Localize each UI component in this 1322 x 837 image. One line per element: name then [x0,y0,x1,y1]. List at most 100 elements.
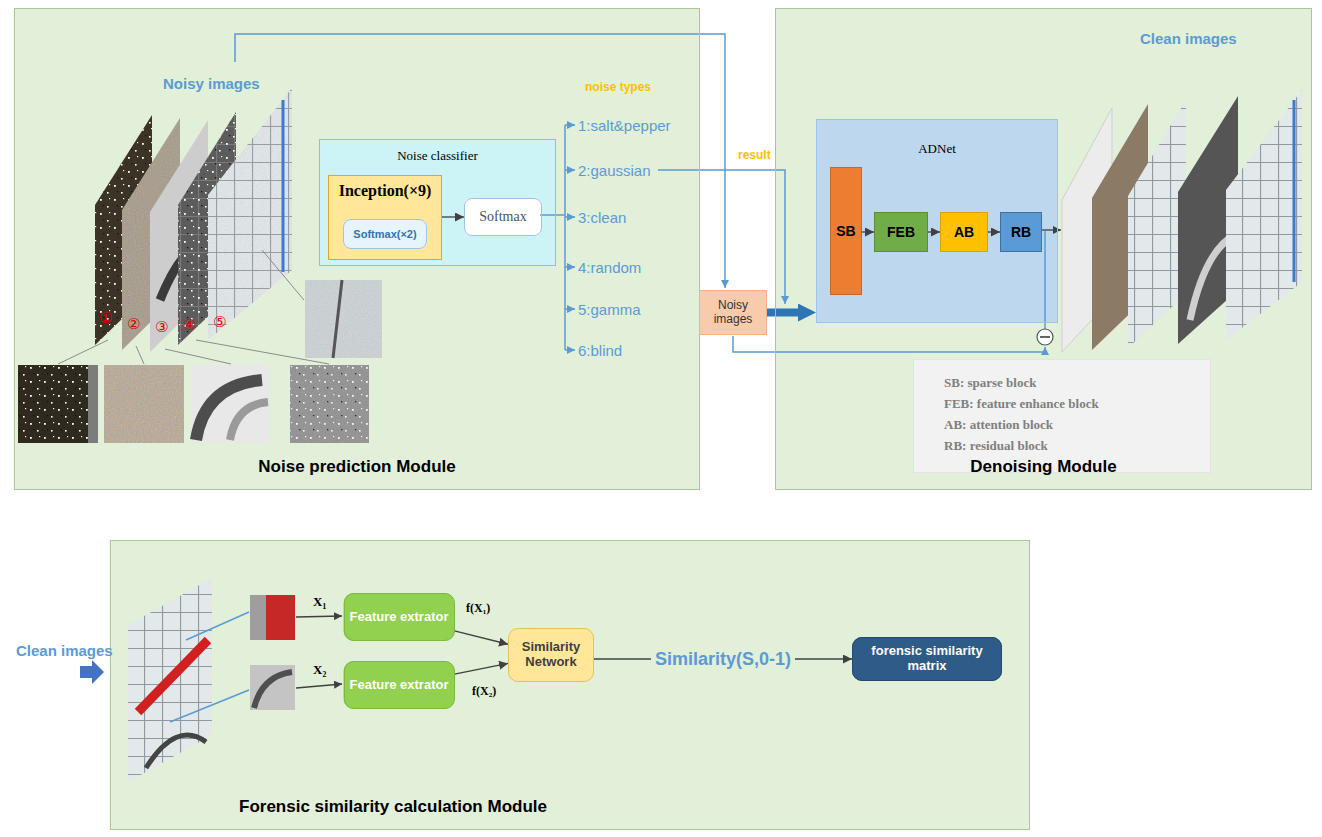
box-label: Feature extrator [350,610,449,625]
crop-line [170,690,249,722]
key-text: AB: attention block [944,418,1053,433]
node-fill [775,8,1312,490]
image-plane [208,88,292,340]
image-plane [1128,100,1186,348]
image-plane [128,578,212,782]
box-label: Similarity Network [513,640,589,670]
callout-number: ④ [183,316,196,334]
output-arrow [1041,229,1061,230]
node-fill [830,167,862,295]
key-text: SB: sparse block [944,376,1036,391]
image-detail [282,100,285,272]
node-fill [319,139,556,266]
box-label: Feature extrator [350,678,449,693]
branch-arrow [565,349,575,351]
class-label: 6:blind [578,342,622,359]
key-box: SB: sparse blockFEB: feature enhance blo… [913,359,1211,473]
thumbnail-noise [104,365,184,443]
image-patch-detail [250,595,266,640]
block-box: SB [830,167,862,295]
node-fill [110,540,1030,830]
node-fill [343,219,427,249]
image-detail [146,735,206,768]
class-label: 3:clean [578,209,626,226]
extractor-box: Feature extrator [344,661,455,709]
clean-image-stack [1062,90,1302,352]
clean-image [128,578,342,782]
input-line [235,34,725,288]
leader-line [58,340,108,364]
box-title: Inception(×9) [339,182,432,200]
softmax-box: Softmax [464,198,542,236]
image-detail [1293,100,1296,282]
callout-number: ② [127,315,140,333]
node-fill [874,212,928,252]
line-label: result [738,148,771,162]
leader-lines [58,250,329,364]
box-label: Noisy images [704,299,762,327]
skip-line [733,336,1045,352]
branch-arrow [565,169,575,171]
node-fill [344,661,455,709]
thumbnail-noise [18,365,98,443]
thumbnail-noise [305,280,382,358]
class-label: 4:random [578,259,641,276]
box-title: ADNet [918,142,956,157]
flow-arrow [988,231,1000,232]
thumbnail-detail [230,402,268,440]
image-detail [138,640,208,712]
thick-arrow [767,309,798,317]
patch-arrow [296,616,342,617]
callout-number: ⑤ [213,313,226,331]
group-heading: noise types [585,80,651,94]
block-box: FEB [874,212,928,252]
key-text: FEB: feature enhance block [944,397,1099,412]
box-label: Softmax(×2) [353,228,416,241]
patch-label: X₁ [313,594,326,610]
flow-arrow [455,631,509,644]
crop-line [186,612,249,640]
node-fill [816,119,1058,323]
node-fill [464,198,542,236]
thumbnail [192,365,270,443]
class-label: 2:gaussian [578,162,651,179]
node-fill [14,8,700,490]
box-label: forensic similarity matrix [857,644,997,674]
thumbnail-detail [333,280,342,358]
softmax-box: Softmax(×2) [343,219,427,249]
node-fill [852,637,1002,681]
thumbnails [18,280,382,443]
panel-title: Denoising Module [970,457,1116,477]
image-plane [1226,90,1302,340]
edge-label: f(X₁) [466,601,490,616]
subtract-bar [1040,336,1050,338]
flow-arrow [862,231,874,232]
class-label: 5:gamma [578,301,641,318]
box-label: SB [836,223,855,239]
output-label: Clean images [1140,30,1237,47]
key-text: RB: residual block [944,439,1048,454]
box-label: RB [1011,224,1031,240]
thumbnail [305,280,382,358]
node-fill [328,175,442,260]
inception-box: Inception(×9) Softmax(×2) [328,175,442,260]
input-arrow [80,660,104,684]
subtract-circle [1037,329,1053,345]
noisy-image-stack [95,88,292,352]
box-title: Noise classifier [397,149,478,164]
branch-arrow [565,266,575,268]
result-line [658,170,785,304]
thumbnail [18,365,98,443]
branch-arrow [565,124,575,126]
edge-label: f(X₂) [472,684,496,699]
subtract-symbol [1037,329,1053,345]
module-panel: Denoising ModuleADNetSBFEBABRBSB: sparse… [775,8,1312,490]
edge-label: Similarity(S,0-1) [651,648,795,671]
skip-line [1044,231,1046,329]
extractor-box: Feature extrator [344,593,455,641]
image-patch-detail [254,672,292,708]
thumbnail-detail [88,365,98,443]
node-fill [1000,212,1042,252]
box-label: Softmax [479,209,526,225]
